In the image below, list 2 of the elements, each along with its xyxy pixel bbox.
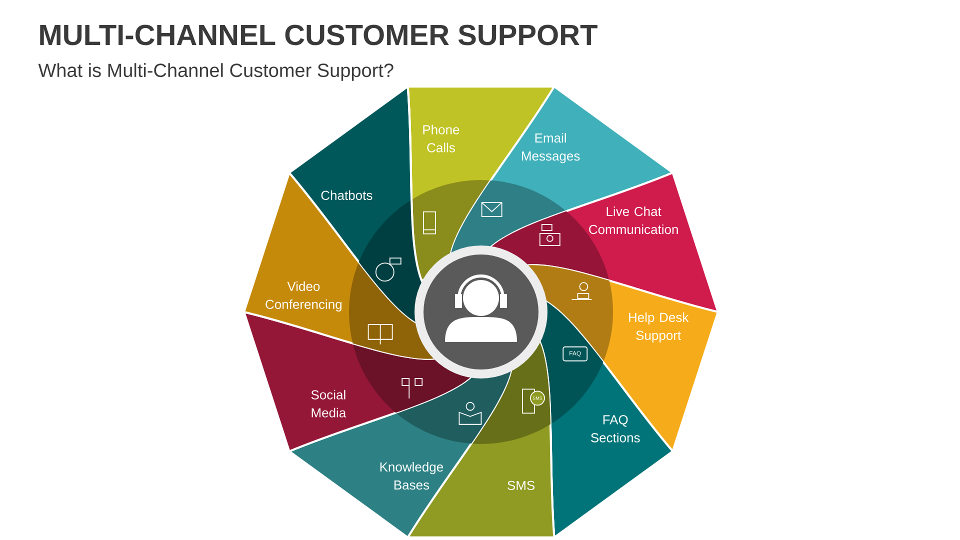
subtitle: What is Multi-Channel Customer Support? <box>38 63 394 81</box>
title: MULTI-CHANNEL CUSTOMER SUPPORT <box>40 24 598 46</box>
